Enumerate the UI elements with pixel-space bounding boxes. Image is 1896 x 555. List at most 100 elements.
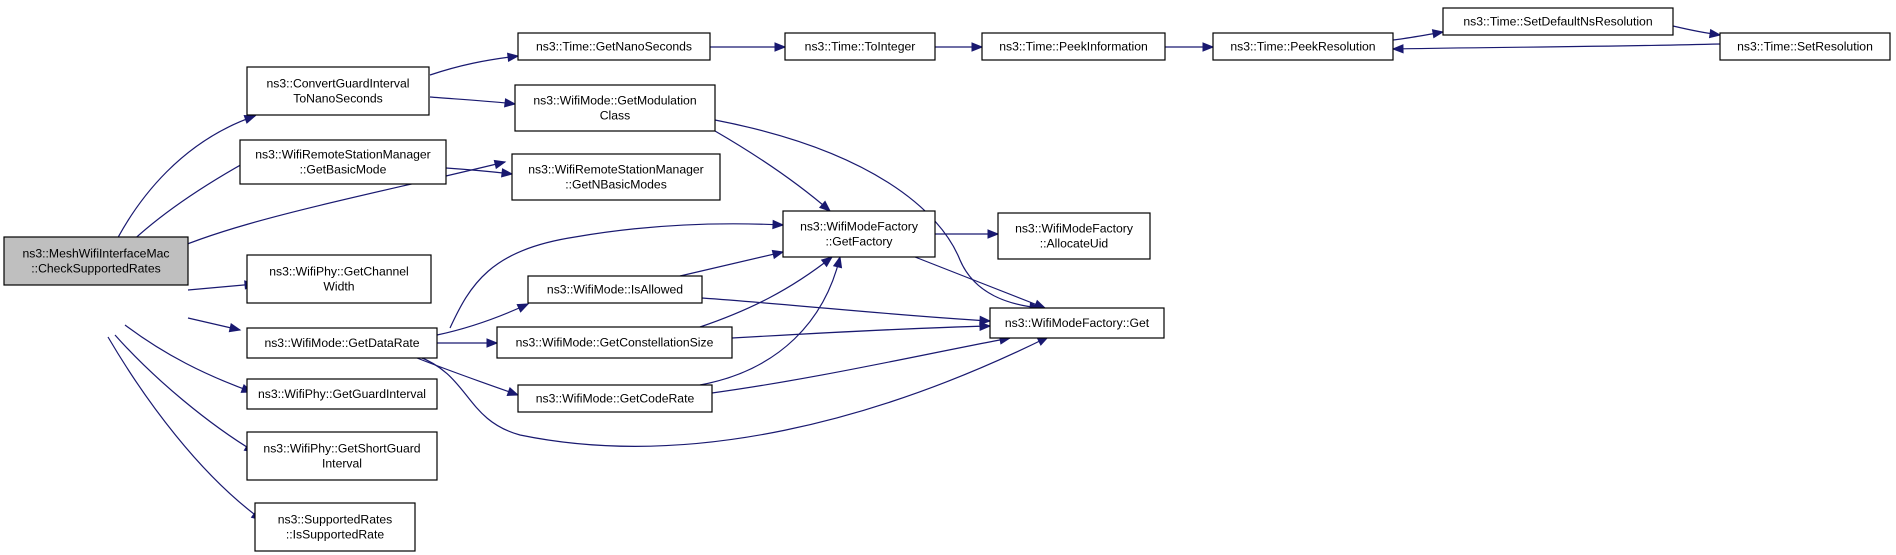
edge-line [109,115,256,254]
node-box [246,327,438,359]
arrowhead [516,303,530,313]
edge-mode_isallowed-to-factory_getfactory [679,249,785,277]
node-time_peekres[interactable]: ns3::Time::PeekResolution [1212,32,1394,61]
edge-line [429,55,519,76]
nodes-layer: ns3::MeshWifiInterfaceMac::CheckSupporte… [3,7,1891,552]
edge-factory_getfactory-to-factory_get [914,256,1047,309]
node-root[interactable]: ns3::MeshWifiInterfaceMac::CheckSupporte… [3,236,189,286]
node-mode_datarate[interactable]: ns3::WifiMode::GetDataRate [246,327,438,359]
node-box [246,431,438,481]
node-label: ns3::WifiModeFactory [1015,222,1134,236]
node-label: ns3::Time::PeekResolution [1230,40,1375,54]
node-label: ns3::MeshWifiInterfaceMac [23,247,170,261]
node-label: ns3::WifiPhy::GetShortGuard [263,442,420,456]
arrowhead [1708,28,1722,39]
arrowhead [228,323,242,333]
node-rsm_getbasic[interactable]: ns3::WifiRemoteStationManager::GetBasicM… [239,139,447,185]
node-factory_getfactory[interactable]: ns3::WifiModeFactory::GetFactory [782,210,936,258]
node-label: ns3::WifiPhy::GetChannel [269,265,409,279]
node-label: ns3::WifiModeFactory [800,220,919,234]
node-label: ns3::WifiRemoteStationManager [528,163,703,177]
node-time_getns[interactable]: ns3::Time::GetNanoSeconds [517,32,711,61]
node-label: ns3::WifiMode::GetModulation [533,94,696,108]
node-label: ::GetFactory [825,235,893,249]
node-label: ns3::Time::ToInteger [805,40,916,54]
arrowhead [987,229,1000,239]
edge-line [187,283,256,291]
node-factory_allocuid[interactable]: ns3::WifiModeFactory::AllocateUid [997,212,1151,260]
node-label: ::GetBasicMode [300,163,387,177]
arrowhead [504,98,517,108]
node-factory_get[interactable]: ns3::WifiModeFactory::Get [989,307,1165,339]
node-label: ns3::Time::SetDefaultNsResolution [1463,15,1652,29]
node-label: Interval [322,457,362,471]
node-box [1719,32,1891,61]
node-time_setres[interactable]: ns3::Time::SetResolution [1719,32,1891,61]
arrowhead [507,52,520,62]
edge-time_setres-to-time_peekres [1391,43,1721,54]
edge-mode_constsize-to-factory_getfactory [699,256,834,328]
node-phy_gi[interactable]: ns3::WifiPhy::GetGuardInterval [246,378,438,410]
node-label: ns3::WifiMode::IsAllowed [547,283,683,297]
arrowhead [1033,299,1047,309]
edge-root-to-mode_datarate [187,317,242,333]
node-time_setdefault[interactable]: ns3::Time::SetDefaultNsResolution [1442,7,1674,36]
edge-line [714,130,831,212]
edge-line [114,334,256,453]
edge-time_peekinfo-to-time_peekres [1165,42,1215,52]
edge-time_getns-to-time_tointeger [710,42,787,52]
node-label: ns3::WifiMode::GetConstellationSize [516,336,714,350]
edge-line [714,119,1041,309]
edge-line [124,324,253,393]
node-label: ToNanoSeconds [293,92,382,106]
node-box [246,66,430,116]
edge-mode_getmod-to-factory_getfactory [714,130,832,212]
node-label: ns3::WifiPhy::GetGuardInterval [258,387,426,401]
edge-mode_isallowed-to-factory_get [701,297,992,326]
node-box [1442,7,1674,36]
edge-root-to-convert_gi [109,114,257,254]
edge-root-to-phy_chwidth [187,280,257,291]
edge-mode_coderate-to-factory_get [711,335,1012,394]
node-rsm_getnbasic[interactable]: ns3::WifiRemoteStationManager::GetNBasic… [511,153,721,201]
node-label: ns3::Time::PeekInformation [999,40,1148,54]
node-box [527,275,703,304]
edge-mode_datarate-to-mode_constsize [437,338,499,348]
node-time_tointeger[interactable]: ns3::Time::ToInteger [784,32,936,61]
node-mode_coderate[interactable]: ns3::WifiMode::GetCodeRate [517,384,713,413]
arrowhead [1202,42,1215,52]
node-mode_isallowed[interactable]: ns3::WifiMode::IsAllowed [527,275,703,304]
edge-line [679,251,784,277]
edge-mode_datarate-to-mode_isallowed [436,303,530,336]
node-box [254,502,416,552]
node-mode_constsize[interactable]: ns3::WifiMode::GetConstellationSize [496,326,733,359]
arrowhead [772,219,785,230]
arrowhead [486,338,499,348]
edge-convert_gi-to-mode_getmod [429,96,517,108]
edge-line [701,297,991,322]
edge-line [731,325,991,339]
node-label: ns3::WifiMode::GetDataRate [264,336,419,350]
node-box [517,32,711,61]
arrowhead [774,42,787,52]
arrowhead [771,249,785,260]
edge-line [449,223,784,329]
node-label: ns3::ConvertGuardInterval [267,77,410,91]
arrowhead [1431,29,1445,39]
node-label: Width [323,280,354,294]
node-box [239,139,447,185]
node-label: ns3::Time::GetNanoSeconds [536,40,692,54]
edge-root-to-phy_sgi [114,334,257,453]
node-label: ns3::WifiRemoteStationManager [255,148,430,162]
node-label: ::AllocateUid [1040,237,1108,251]
node-time_peekinfo[interactable]: ns3::Time::PeekInformation [981,32,1166,61]
node-sr_issupported[interactable]: ns3::SupportedRates::IsSupportedRate [254,502,416,552]
node-box [3,236,189,286]
arrowhead [493,159,507,170]
node-box [496,326,733,359]
